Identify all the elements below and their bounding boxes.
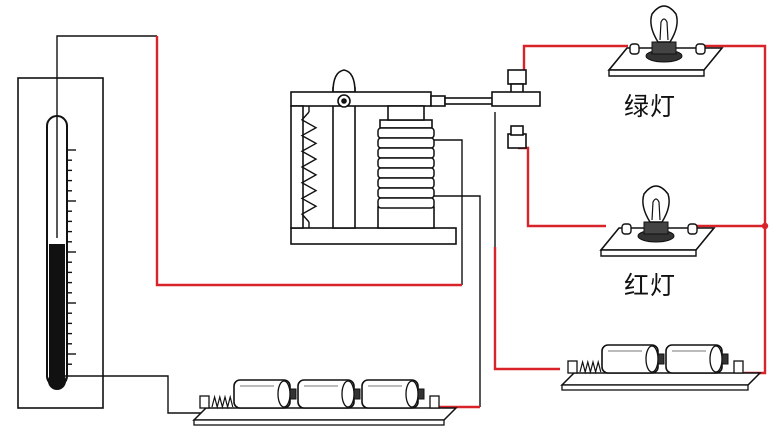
red-lamp-label: 红灯 <box>624 271 677 300</box>
lamp-filament <box>651 198 661 221</box>
lamp-terminal <box>629 43 640 55</box>
red-lamp <box>599 185 716 257</box>
wire-red-green-lamp-right <box>700 44 767 375</box>
battery-holder <box>560 372 762 386</box>
battery-terminal <box>567 360 578 374</box>
wire-junction <box>761 222 769 230</box>
relay-post-cap <box>332 69 356 93</box>
contact-upper <box>507 69 527 85</box>
control-circuit-black-wires <box>56 35 496 414</box>
lamp-filament <box>659 18 669 41</box>
thermometer-scale <box>67 149 76 365</box>
battery-holder <box>192 407 458 421</box>
coil-turn <box>377 197 435 209</box>
wire-coil-lead-1 <box>432 139 463 285</box>
relay-core-bottom <box>377 206 435 229</box>
wire-thermometer-bottom <box>57 375 206 414</box>
battery-spring <box>211 394 234 410</box>
battery-terminal <box>199 395 210 409</box>
green-lamp-label: 绿灯 <box>624 92 677 121</box>
coil-turn <box>377 187 435 199</box>
battery-pack-lamp <box>560 344 762 391</box>
wire-red-thermo-to-coil <box>155 36 462 287</box>
battery-terminal <box>429 395 440 409</box>
contact-lower <box>507 133 527 149</box>
lamp-socket <box>651 41 677 55</box>
wire-thermometer-top <box>56 35 157 238</box>
green-lamp <box>607 5 724 77</box>
relay-core-top <box>379 119 433 129</box>
coil-turn <box>377 127 435 139</box>
wire-red-armature-to-battery <box>493 247 560 371</box>
lamp-socket <box>643 221 669 235</box>
lamp-terminal <box>687 223 698 235</box>
relay-armature-rod <box>444 97 494 105</box>
battery-pack-control <box>192 379 458 426</box>
relay-contacts <box>491 69 541 149</box>
coil-turn <box>377 177 435 189</box>
relay-armature <box>290 91 432 107</box>
lamp-bulb <box>642 185 670 223</box>
electromagnetic-relay <box>290 69 494 245</box>
relay-base <box>290 227 457 245</box>
relay-armature-end <box>430 95 446 107</box>
lamp-terminal <box>621 223 632 235</box>
wire-red-red-lamp-left <box>518 146 606 228</box>
mercury-bulb <box>48 372 66 390</box>
coil-turn <box>377 147 435 159</box>
relay-spring <box>300 106 318 228</box>
relay-post <box>332 87 356 229</box>
coil-turn <box>377 167 435 179</box>
wire-coil-lead-2 <box>432 195 481 407</box>
coil-turn <box>377 157 435 169</box>
battery-spring <box>579 359 602 375</box>
contact-arm <box>491 91 541 107</box>
thermometer <box>17 77 104 409</box>
relay-coil <box>377 127 435 209</box>
mercury-column <box>49 244 65 384</box>
lamp-terminal <box>695 43 706 55</box>
battery-terminal <box>733 360 744 374</box>
coil-turn <box>377 137 435 149</box>
lamp-bulb <box>650 5 678 43</box>
